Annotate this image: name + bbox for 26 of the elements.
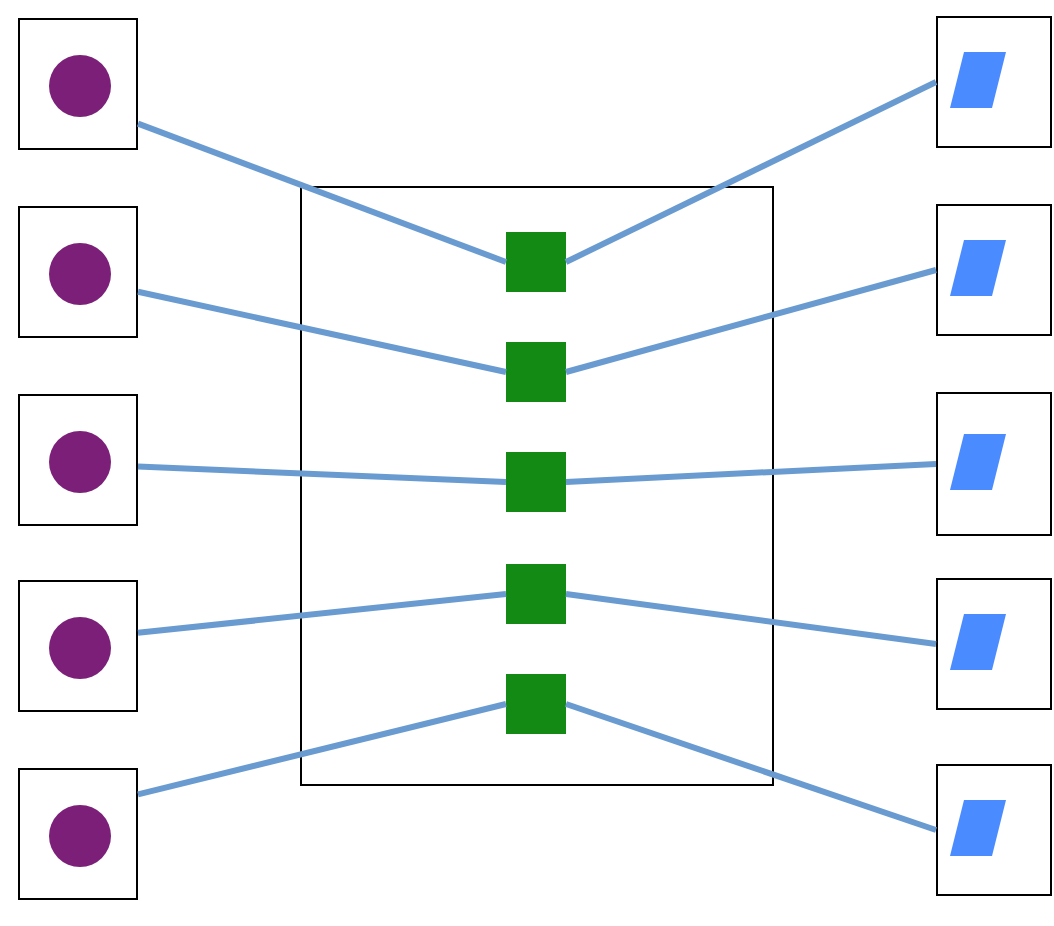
box (936, 16, 1052, 148)
connector-line (137, 288, 507, 375)
square (506, 564, 566, 624)
box (936, 204, 1052, 336)
box (936, 392, 1052, 536)
connector-line (137, 701, 507, 798)
box (18, 394, 138, 526)
box (18, 768, 138, 900)
box (18, 206, 138, 338)
box (18, 580, 138, 712)
box (936, 578, 1052, 710)
box (18, 18, 138, 150)
connector-line (565, 701, 937, 833)
connector-line (565, 591, 937, 647)
square (506, 342, 566, 402)
box (936, 764, 1052, 896)
square (506, 232, 566, 292)
square (506, 674, 566, 734)
connector-line (136, 120, 508, 265)
box (300, 186, 774, 786)
square (506, 452, 566, 512)
connector-line (137, 463, 507, 485)
connector-line (137, 591, 507, 636)
connector-line (564, 79, 938, 265)
connector-line (565, 267, 937, 375)
connector-line (565, 461, 937, 485)
